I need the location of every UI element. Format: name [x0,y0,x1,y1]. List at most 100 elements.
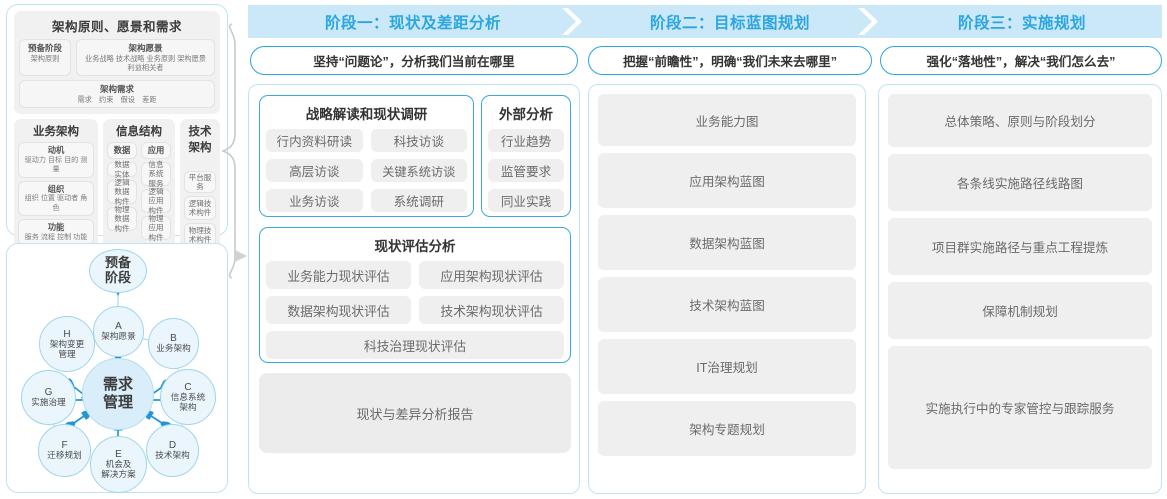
organization-heading: 组织 [47,183,65,194]
togaf-framework-panel: 架构原则、愿景和需求 预备阶段 架构原则 架构愿景 业务战略 技术战略 业务原则… [6,4,228,305]
node-f-migration-planning[interactable]: F 迁移规划 [38,424,91,477]
adm-cycle-diagram: 预备 阶段 需求 管理 A 架构愿景 B 业务架构 C 信息系统 架构 D [7,244,227,493]
node-h-key: H [63,328,71,340]
strategy-research-title: 战略解读和现状调研 [305,107,428,122]
phase2-chip-2[interactable]: 数据架构蓝图 [598,215,856,270]
node-preparation[interactable]: 预备 阶段 [89,249,147,293]
node-e-opportunities-solutions[interactable]: E 机会及 解决方案 [90,436,147,493]
data-item-1: 逻辑数据构件 [107,178,137,206]
information-structure-title: 信息结构 [116,126,162,139]
phase-1-subtitle: 坚持“问题论”，分析我们当前在哪里 [250,46,578,75]
phase-2-subtitle-label: 把握“前瞻性”，明确“我们未来去哪里” [622,55,838,69]
node-h-label-line1: 架构变更 [49,338,85,349]
phase2-chip-5[interactable]: 架构专题规划 [598,401,856,456]
research-chip-4[interactable]: 业务访谈 [266,189,363,212]
phase-3-header: 阶段三：实施规划 [882,5,1162,38]
application-item-0: 信息系统服务 [141,160,171,188]
organization-card: 组织 组织 位置 驱动者 角色 [18,180,94,216]
research-chip-5[interactable]: 系统调研 [370,189,467,212]
architecture-vision-heading: 架构愿景 [128,43,163,53]
node-d-technology-architecture[interactable]: D 技术架构 [146,424,199,477]
application-heading: 应用 [147,145,165,156]
research-chip-2[interactable]: 高层访谈 [266,159,363,182]
node-a-architecture-vision[interactable]: A 架构愿景 [93,306,144,357]
phase-3-subtitle: 强化“落地性”，解决“我们怎么去” [880,46,1162,75]
external-chip-1[interactable]: 监管要求 [488,159,564,182]
node-e-key: E [115,449,122,461]
assessment-chip-full[interactable]: 科技治理现状评估 [266,331,564,359]
function-heading: 功能 [47,221,65,232]
phase-1-subtitle-label: 坚持“问题论”，分析我们当前在哪里 [313,55,515,69]
phase-3-header-label: 阶段三：实施规划 [957,14,1086,32]
phase-1-header: 阶段一：现状及差距分析 [248,5,578,38]
node-h-architecture-change-management[interactable]: H 架构变更 管理 [39,316,95,372]
phase3-chip-4[interactable]: 实施执行中的专家管控与跟踪服务 [888,346,1152,469]
motivation-card: 动机 驱动力 目标 目的 测量 [18,142,94,178]
assessment-chip-2[interactable]: 数据架构现状评估 [266,296,411,324]
phase2-chip-1[interactable]: 应用架构蓝图 [598,153,856,208]
node-b-business-architecture[interactable]: B 业务架构 [148,318,199,369]
node-c-information-systems-architecture[interactable]: C 信息系统 架构 [160,369,216,425]
current-state-assessment-title: 现状评估分析 [374,239,456,254]
phase3-chip-1[interactable]: 各条线实施路径线路图 [888,154,1152,211]
node-g-implementation-governance[interactable]: G 实施治理 [21,370,76,425]
phase3-chip-0[interactable]: 总体策略、原则与阶段划分 [888,94,1152,147]
architecture-vision-sub: 业务战略 技术战略 业务原则 架构愿景 利益相关者 [85,53,206,72]
phase2-chip-4[interactable]: IT治理规划 [598,339,856,394]
strategy-research-items: 行内资料研读 科技访谈 高层访谈 关键系统访谈 业务访谈 系统调研 [266,129,467,212]
application-subcolumn: 应用 信息系统服务 逻辑应用构件 物理应用构件 [141,142,171,242]
node-e-label-line1: 机会及 [105,459,132,470]
assessment-items: 业务能力现状评估 应用架构现状评估 数据架构现状评估 技术架构现状评估 科技治理… [266,261,564,359]
data-heading-card: 数据 [107,142,137,160]
research-chip-3[interactable]: 关键系统访谈 [370,159,467,182]
chevron-separator-2-icon [852,5,882,38]
gap-analysis-report-chip[interactable]: 现状与差异分析报告 [259,373,571,453]
node-g-key: G [44,387,53,399]
node-a-label: 架构愿景 [101,331,136,342]
node-g-label: 实施治理 [31,397,66,408]
architecture-requirements-sub: 需求 约束 假设 差距 [77,94,157,104]
node-b-key: B [170,333,177,345]
node-c-label-line2: 架构 [179,401,197,412]
architecture-vision-cell: 架构愿景 业务战略 技术战略 业务原则 架构愿景 利益相关者 [76,39,215,77]
phase3-chip-2[interactable]: 项目群实施路径与重点工程提炼 [888,218,1152,275]
function-sub: 服务 流程 控制 功能 [24,232,88,241]
business-architecture-title: 业务架构 [33,126,79,139]
motivation-sub: 驱动力 目标 目的 测量 [24,156,88,174]
chevron-separator-1-icon [556,5,586,38]
node-center-line2: 管理 [102,394,133,411]
assessment-chip-1[interactable]: 应用架构现状评估 [419,261,564,289]
data-item-0: 数据实体 [107,160,137,179]
research-chip-0[interactable]: 行内资料研读 [266,129,363,152]
node-b-label: 业务架构 [156,343,191,354]
node-a-key: A [115,321,122,333]
organization-sub: 组织 位置 驱动者 角色 [24,194,88,212]
motivation-heading: 动机 [47,145,65,156]
node-preparation-line2: 阶段 [104,270,131,285]
application-item-1: 逻辑应用构件 [141,187,171,215]
phase3-chip-3[interactable]: 保障机制规划 [888,282,1152,339]
external-chip-2[interactable]: 同业实践 [488,189,564,212]
strategy-research-card: 战略解读和现状调研 行内资料研读 科技访谈 高层访谈 关键系统访谈 业务访谈 系… [259,95,474,217]
research-chip-1[interactable]: 科技访谈 [370,129,467,152]
phase2-chip-3[interactable]: 技术架构蓝图 [598,277,856,332]
phase-1-header-label: 阶段一：现状及差距分析 [324,14,501,32]
phase-2-header-label: 阶段二：目标蓝图规划 [649,14,810,32]
external-chip-0[interactable]: 行业趋势 [488,129,564,152]
node-c-key: C [184,381,192,393]
section-title: 架构原则、愿景和需求 [51,20,182,34]
node-requirements-management[interactable]: 需求 管理 [82,358,154,430]
phase-2-subtitle: 把握“前瞻性”，明确“我们未来去哪里” [588,46,872,75]
architecture-domain-columns: 业务架构 动机 驱动力 目标 目的 测量 组织 组织 位置 驱动者 角色 功能 … [14,119,220,252]
information-structure-column: 信息结构 数据 数据实体 逻辑数据构件 物理数据构件 应用 信息系统服务 逻辑应… [103,119,175,252]
data-heading: 数据 [113,145,131,156]
assessment-chip-3[interactable]: 技术架构现状评估 [419,296,564,324]
phase2-chip-0[interactable]: 业务能力图 [598,94,856,146]
node-d-label: 技术架构 [155,450,190,461]
prep-phase-heading: 预备阶段 [27,43,62,53]
technology-architecture-column: 技术架构 平台服务 逻辑技术构件 物理技术构件 [180,119,220,252]
phase-2-header: 阶段二：目标蓝图规划 [586,5,874,38]
prep-phase-cell: 预备阶段 架构原则 [19,39,71,77]
assessment-chip-0[interactable]: 业务能力现状评估 [266,261,411,289]
